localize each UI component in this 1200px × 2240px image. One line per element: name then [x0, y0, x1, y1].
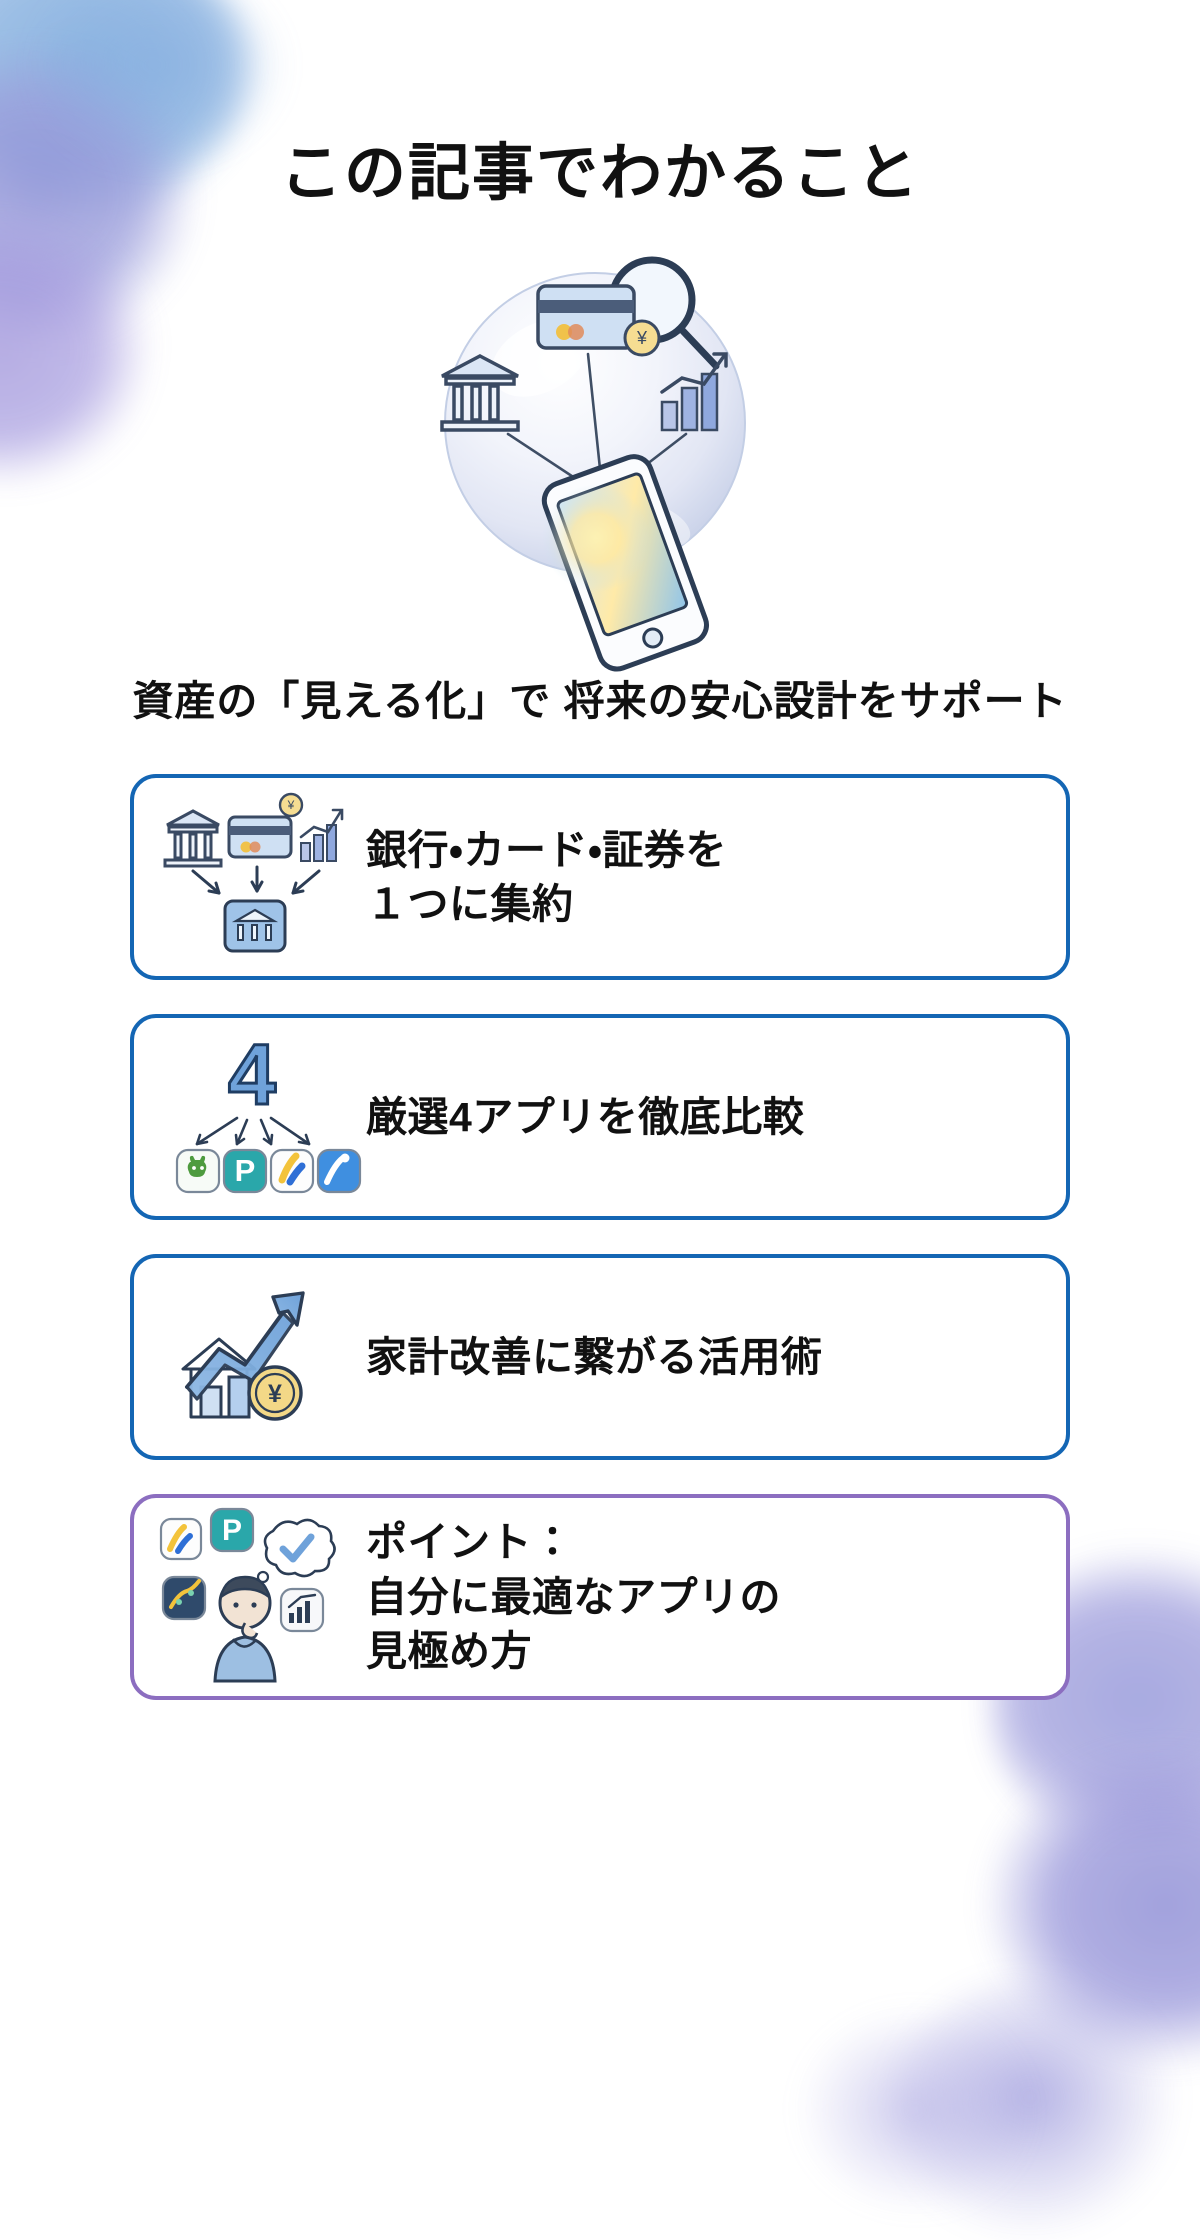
chart-tile-right-icon	[279, 1588, 324, 1633]
infographic-page: この記事でわかること	[130, 139, 1070, 1700]
bank-icon	[440, 354, 520, 432]
feature-card-aggregate-text: 銀行・カード・証券を １つに集約	[366, 823, 727, 931]
card-line: 自分に最適なアプリの	[366, 1573, 781, 1620]
svg-text:P: P	[235, 1153, 256, 1188]
hero-subtitle-line-1: 資産の「見える化」で	[132, 678, 552, 725]
yen-coin-icon: ¥	[247, 1364, 303, 1421]
zaim-tile-icon	[159, 1518, 202, 1561]
hero-subtitle: 資産の「見える化」で 将来の安心設計をサポート	[130, 672, 1070, 731]
feature-card-household-improvement[interactable]: ¥ 家計改善に繋がる活用術	[130, 1253, 1070, 1460]
svg-text:¥: ¥	[287, 798, 295, 812]
person-thinking-figure	[212, 1575, 277, 1683]
svg-text:¥: ¥	[636, 328, 648, 348]
mint-icon	[316, 1148, 362, 1193]
bubble-illustration-svg: ¥	[440, 256, 746, 672]
feature-card-point-best-app-text: ポイント： 自分に最適なアプリの 見極め方	[366, 1515, 781, 1677]
chart-tile-left-icon	[161, 1576, 206, 1621]
feature-card-point-best-app[interactable]: P	[130, 1493, 1070, 1700]
credit-card-icon	[536, 284, 636, 350]
yen-badge-icon: ¥	[623, 319, 661, 357]
paypay-tile-icon: P	[209, 1508, 254, 1553]
hero-illustration: ¥	[390, 238, 810, 672]
feature-card-compare-apps-text: 厳選4アプリを徹底比較	[366, 1090, 804, 1144]
bank-card-chart-aggregate-icon: ¥	[152, 792, 352, 962]
person-thinking-apps-icon: P	[152, 1508, 352, 1683]
page-title: この記事でわかること	[279, 139, 920, 208]
svg-text:¥: ¥	[268, 1380, 282, 1408]
zaim-icon	[269, 1148, 315, 1193]
badge-number-four: 4	[228, 1027, 276, 1123]
number-four-apps-icon: 4 P	[152, 1025, 362, 1202]
growth-arrow-yen-coin-icon: ¥	[152, 1272, 352, 1442]
moneyforward-icon	[175, 1148, 221, 1193]
feature-card-compare-apps[interactable]: 4 P	[130, 1013, 1070, 1220]
card-line: 銀行・カード・証券を	[366, 826, 727, 873]
hero-subtitle-line-2: 将来の安心設計をサポート	[563, 678, 1068, 725]
card-line: 見極め方	[366, 1627, 532, 1674]
feature-card-household-improvement-text: 家計改善に繋がる活用術	[366, 1330, 823, 1384]
svg-text:P: P	[221, 1514, 241, 1547]
feature-card-list: ¥	[130, 773, 1070, 1700]
card-line: 厳選4アプリを徹底比較	[366, 1093, 805, 1140]
card-line: 家計改善に繋がる活用術	[366, 1333, 823, 1380]
card-line: １つに集約	[366, 880, 574, 927]
feature-card-aggregate[interactable]: ¥	[130, 773, 1070, 980]
paypay-icon: P	[222, 1148, 268, 1193]
card-line: ポイント：	[366, 1519, 574, 1566]
growth-chart-icon	[660, 352, 728, 432]
